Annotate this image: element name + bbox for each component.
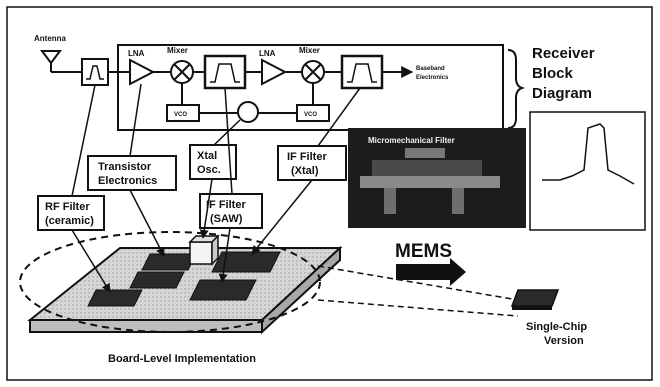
chip xyxy=(190,280,256,300)
leader-transistor xyxy=(130,84,141,156)
single-chip-label-line1: Single-Chip xyxy=(526,321,587,333)
oscillator-cube xyxy=(190,236,218,264)
mems-label: MEMS xyxy=(395,241,452,262)
rf-filter-label-line2: (ceramic) xyxy=(45,215,94,227)
vco-2-label: VCO xyxy=(304,112,317,118)
transistor-label-line1: Transistor xyxy=(98,161,152,173)
amplifier-icon xyxy=(130,60,153,84)
lna-1-label: LNA xyxy=(128,49,145,58)
frequency-response-plot xyxy=(530,112,645,230)
heading-line3: Diagram xyxy=(532,85,592,102)
chip xyxy=(88,290,142,306)
mixer-1-label: Mixer xyxy=(167,46,188,55)
xtal-osc-label-line1: Xtal xyxy=(197,150,217,162)
mixer-2: Mixer xyxy=(299,46,324,83)
lna-2-label: LNA xyxy=(259,49,276,58)
photo-title: Micromechanical Filter xyxy=(368,136,455,145)
chip xyxy=(130,272,184,288)
rf-filter-label-line1: RF Filter xyxy=(45,201,90,213)
mixer-2-label: Mixer xyxy=(299,46,320,55)
xtal-osc-label-line2: Osc. xyxy=(197,164,221,176)
lna-1: LNA xyxy=(128,49,153,84)
vco-1-label: VCO xyxy=(174,112,187,118)
chip xyxy=(142,254,196,270)
rf-filter-callout: RF Filter (ceramic) xyxy=(38,196,104,230)
antenna-label: Antenna xyxy=(34,34,67,43)
brace xyxy=(508,50,522,128)
vco-1: VCO xyxy=(167,105,199,121)
single-chip xyxy=(512,290,558,310)
single-chip-connector xyxy=(318,300,518,316)
mixer-1: Mixer xyxy=(167,46,193,83)
arrow-transistor xyxy=(130,190,164,256)
if-xtal-label-line1: IF Filter xyxy=(287,151,327,163)
if-xtal-callout: IF Filter (Xtal) xyxy=(278,146,346,180)
transistor-label-line2: Electronics xyxy=(98,175,157,187)
if-saw-label-line1: IF Filter xyxy=(206,199,246,211)
single-chip-label-line2: Version xyxy=(544,335,584,347)
mems-arrow xyxy=(396,258,466,286)
baseband-label-line1: Baseband xyxy=(416,66,445,72)
if-filter-1-block xyxy=(205,56,245,88)
if-saw-label-line2: (SAW) xyxy=(210,213,243,225)
vco-2: VCO xyxy=(297,105,329,121)
amplifier-icon xyxy=(262,60,285,84)
transistor-callout: Transistor Electronics xyxy=(88,156,176,190)
rf-filter-block xyxy=(82,59,108,85)
antenna: Antenna xyxy=(34,34,82,72)
heading-line2: Block xyxy=(532,65,574,82)
baseband-label-line2: Electronics xyxy=(416,75,449,81)
crystal-oscillator-symbol xyxy=(238,102,258,122)
chip xyxy=(212,252,280,272)
heading-line1: Receiver xyxy=(532,45,595,62)
micromechanical-filter-photo: Micromechanical Filter xyxy=(348,128,526,228)
if-xtal-label-line2: (Xtal) xyxy=(291,165,319,177)
lna-2: LNA xyxy=(259,49,285,84)
antenna-icon xyxy=(42,51,60,63)
if-filter-2-block xyxy=(342,56,382,88)
board-level-label: Board-Level Implementation xyxy=(108,353,256,365)
